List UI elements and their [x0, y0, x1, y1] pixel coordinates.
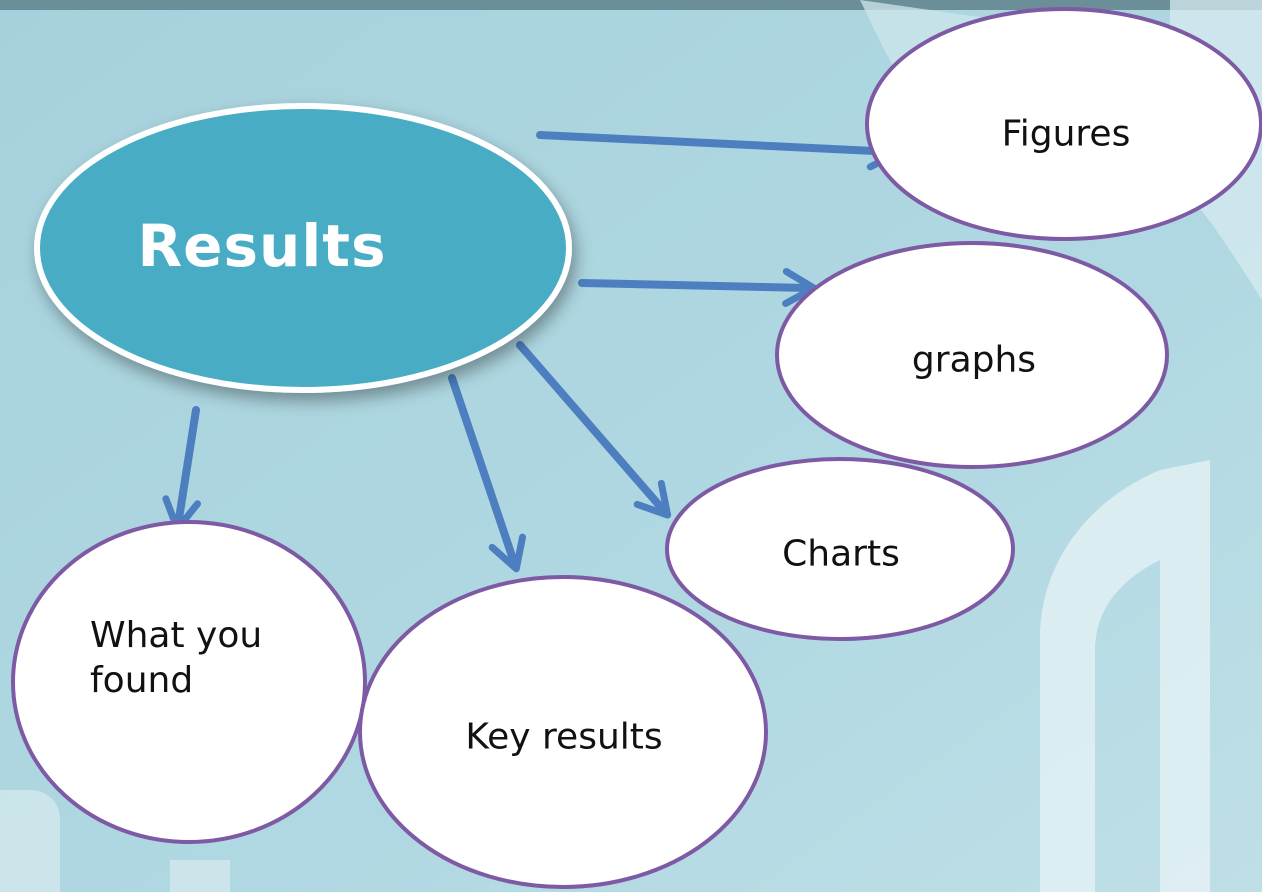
charts-label: Charts — [782, 533, 900, 575]
arrow-to-what-you-found — [162, 406, 202, 533]
what-you-found-label: What you found — [90, 615, 263, 701]
arrow-to-charts — [516, 341, 672, 519]
graphs-label: graphs — [911, 339, 1037, 381]
charts-node — [665, 457, 1015, 641]
figures-node — [865, 7, 1262, 241]
top-bar — [0, 0, 1262, 10]
what-you-found-node — [11, 520, 367, 844]
graphs-node — [775, 241, 1169, 469]
arrow-to-figures — [536, 131, 903, 171]
key-results-label: Key results — [465, 716, 663, 758]
key-results-node — [358, 575, 768, 889]
arrow-to-graphs — [578, 267, 818, 307]
figures-label: Figures — [1001, 113, 1131, 155]
arrow-to-key-results — [448, 374, 527, 573]
results-node — [34, 103, 572, 393]
results-title: Results — [137, 212, 387, 280]
arrows — [162, 131, 903, 573]
